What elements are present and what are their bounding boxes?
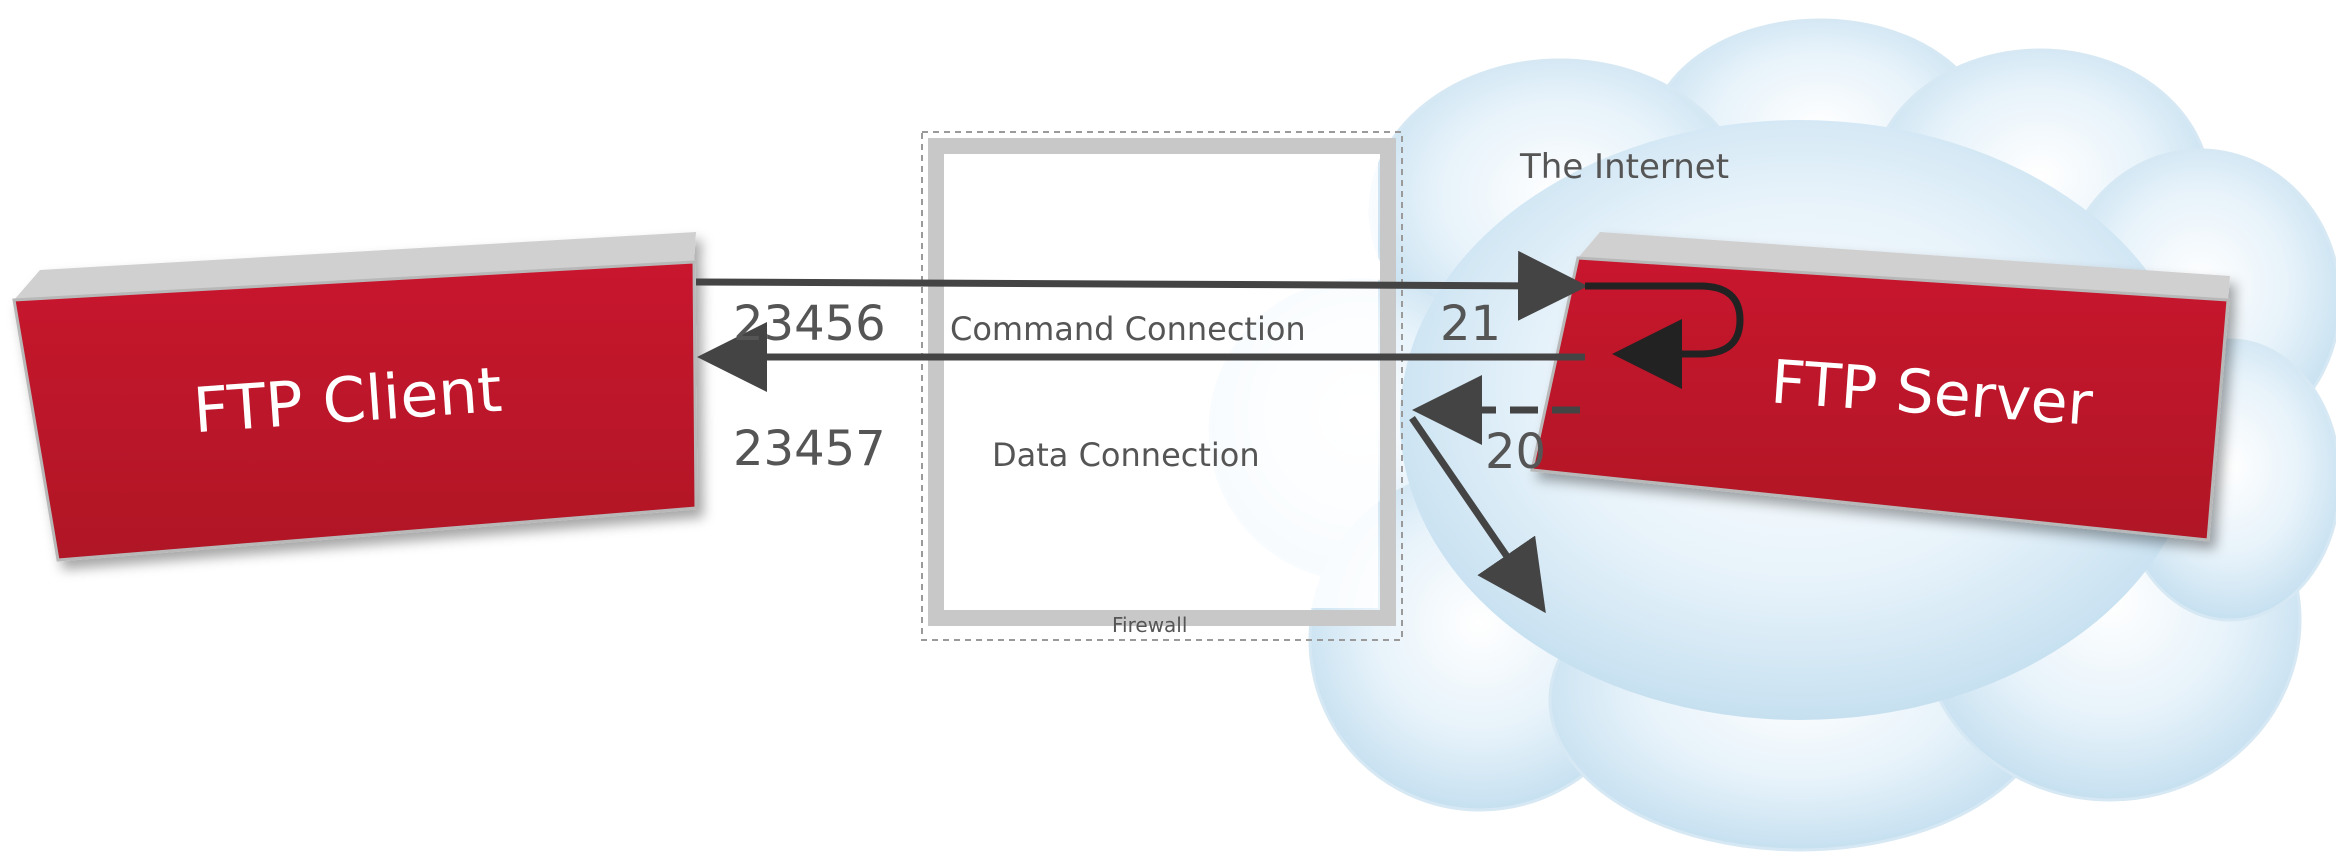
data-connection-deflected-arrow: [1409, 416, 1546, 614]
data-server-port: 20: [1485, 424, 1546, 480]
command-client-port: 23456: [733, 296, 886, 352]
ftp-server-box: [1530, 232, 2230, 542]
server-loopback-arrow: [1585, 282, 1744, 389]
ftp-client-box: [12, 232, 698, 562]
firewall: [921, 131, 1403, 641]
firewall-label: Firewall: [1112, 613, 1187, 637]
command-server-port: 21: [1440, 296, 1501, 352]
data-connection-label: Data Connection: [992, 436, 1260, 474]
command-connection-arrow-to-server: [695, 250, 1588, 321]
cloud-label: The Internet: [1519, 147, 1729, 187]
data-client-port: 23457: [733, 421, 886, 477]
command-connection-label: Command Connection: [950, 310, 1306, 348]
